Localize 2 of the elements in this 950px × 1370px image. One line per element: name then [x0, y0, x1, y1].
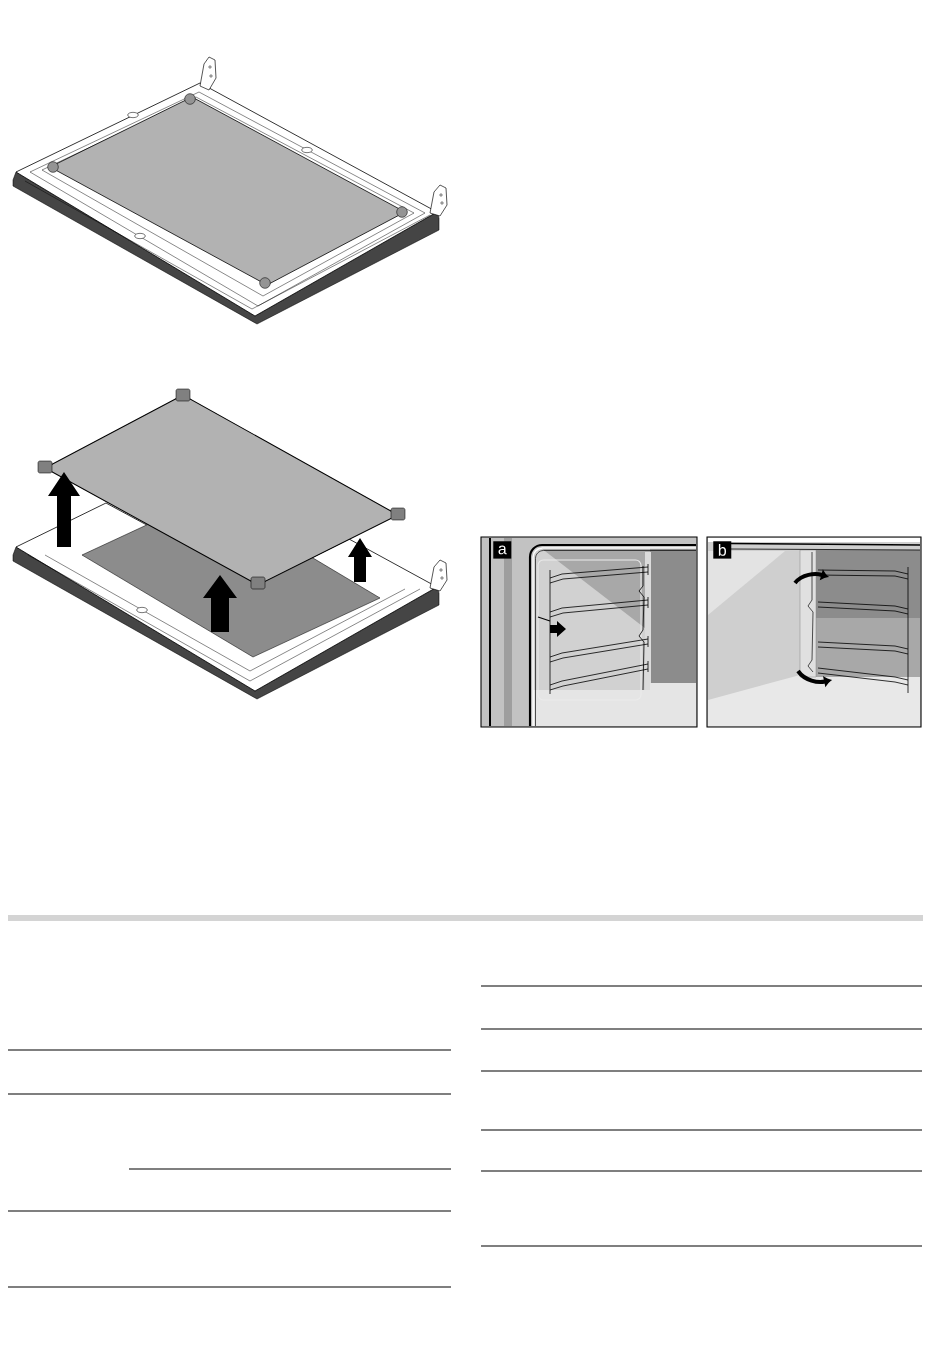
panel-label: a: [493, 541, 512, 559]
panel-label: b: [713, 541, 732, 559]
